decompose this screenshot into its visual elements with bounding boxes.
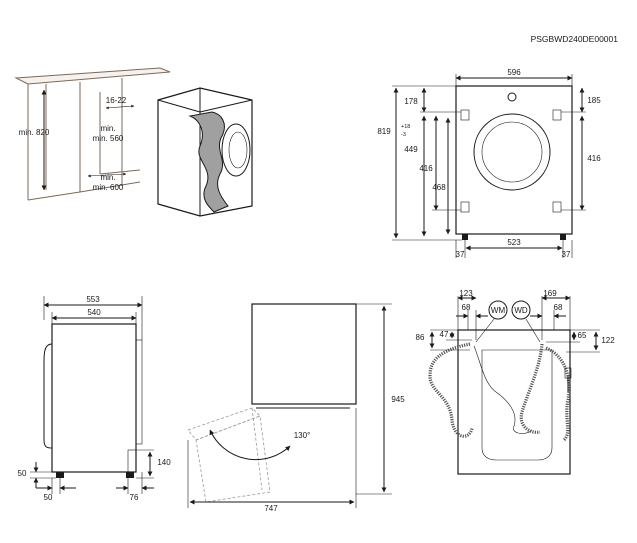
side-base-depth: 76 bbox=[130, 493, 139, 502]
front-width: 596 bbox=[507, 68, 521, 77]
wd-label: WD bbox=[514, 306, 528, 315]
drain-hose-left bbox=[428, 342, 474, 438]
side-cabinet bbox=[51, 323, 137, 473]
rear-view: WM WD 123 68 169 68 47 86 bbox=[416, 289, 615, 475]
rear-right-offset: 169 bbox=[543, 289, 557, 298]
wd-symbol bbox=[511, 300, 531, 320]
front-h468: 468 bbox=[432, 183, 446, 192]
front-foot-left: 37 bbox=[456, 250, 465, 259]
side-foot-offset: 50 bbox=[44, 493, 53, 502]
front-top-right: 185 bbox=[587, 96, 601, 105]
front-h449: 449 bbox=[404, 145, 418, 154]
niche-gap-label: 16-22 bbox=[106, 96, 127, 105]
countertop bbox=[14, 67, 171, 85]
front-foot-right: 37 bbox=[562, 250, 571, 259]
drain-hose-right bbox=[545, 346, 571, 442]
side-view: 553 540 50 50 76 140 bbox=[18, 295, 172, 502]
door-angle: 130° bbox=[294, 431, 311, 440]
door-height: 945 bbox=[391, 395, 405, 404]
front-top-left: 178 bbox=[404, 97, 418, 106]
front-h416-right: 416 bbox=[587, 154, 601, 163]
niche-height-label: min. 820 bbox=[19, 128, 50, 137]
door-view-top-cabinet bbox=[251, 303, 357, 405]
side-depth-total: 553 bbox=[86, 295, 100, 304]
front-foot-span: 523 bbox=[507, 238, 521, 247]
machine-perspective bbox=[157, 87, 253, 217]
front-view: 596 819 +18 -3 178 449 416 468 185 416 5… bbox=[377, 68, 601, 259]
rear-right-height-inner: 65 bbox=[578, 331, 587, 340]
front-height-tol-lower: -3 bbox=[401, 132, 406, 138]
wm-symbol bbox=[488, 300, 508, 320]
niche-view: min. 820 16-22 min. min. 560 min. min. 6… bbox=[14, 67, 171, 201]
door-depth-open: 747 bbox=[264, 504, 278, 513]
inlet-hose bbox=[519, 343, 544, 434]
front-height-tol-upper: +18 bbox=[401, 124, 410, 130]
front-height-main: 819 bbox=[377, 127, 391, 136]
document-code: PSGBWD240DE00001 bbox=[531, 34, 619, 44]
wm-label: WM bbox=[491, 306, 506, 315]
door-view: 130° 945 747 bbox=[187, 303, 405, 513]
rear-left-height-outer: 86 bbox=[416, 333, 425, 342]
side-depth-body: 540 bbox=[87, 308, 101, 317]
rear-right-spacing: 68 bbox=[554, 303, 563, 312]
niche-depth-label: min. 560 bbox=[93, 134, 124, 143]
niche-width-label-line1: min. bbox=[100, 173, 115, 182]
rear-left-offset: 123 bbox=[459, 289, 473, 298]
front-door bbox=[473, 113, 551, 191]
niche-width-label: min. 600 bbox=[93, 183, 124, 192]
side-kick-height: 140 bbox=[157, 458, 171, 467]
rear-right-height-outer: 122 bbox=[601, 336, 615, 345]
door-panel bbox=[188, 111, 229, 213]
rear-left-spacing: 68 bbox=[462, 303, 471, 312]
rear-cabinet bbox=[457, 329, 571, 475]
side-foot-height: 50 bbox=[18, 469, 27, 478]
rear-left-height-inner: 47 bbox=[440, 330, 449, 339]
front-h416-left: 416 bbox=[419, 164, 433, 173]
niche-depth-label-line1: min. bbox=[100, 124, 115, 133]
